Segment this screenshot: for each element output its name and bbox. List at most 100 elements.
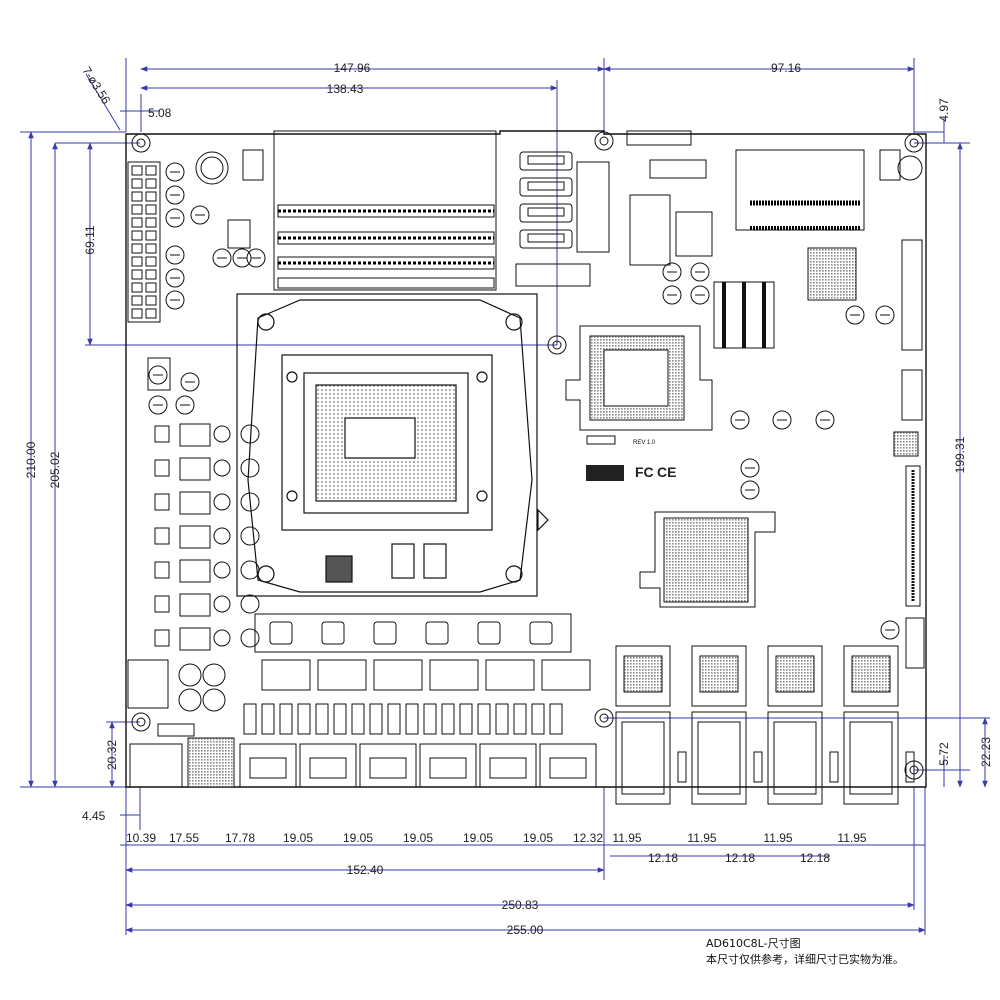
resistor-pack <box>495 703 509 735</box>
sfp-cage <box>843 711 899 805</box>
rj45-port-jack <box>309 757 347 779</box>
sfp-pins <box>775 655 815 693</box>
resistor-pack <box>441 703 455 735</box>
fcc-label: FC <box>635 464 654 480</box>
dim-4-45: 4.45 <box>82 809 106 823</box>
lan-magnetics <box>261 659 311 691</box>
capacitor <box>240 424 260 444</box>
power-pin <box>145 282 157 293</box>
capacitor <box>740 480 760 500</box>
lan-magnetics <box>317 659 367 691</box>
top-right-components <box>515 130 925 669</box>
power-connector <box>127 149 264 323</box>
power-pin <box>131 256 143 267</box>
sata-connectors <box>519 151 573 249</box>
capacitor <box>213 527 231 545</box>
sfp-pins <box>851 655 891 693</box>
mounting-holes <box>131 131 924 780</box>
fan-header <box>154 459 170 477</box>
header-box <box>179 627 211 651</box>
usb-header <box>127 659 169 709</box>
dim-bottom-seg: 19.05 <box>403 831 433 845</box>
dim-138-43: 138.43 <box>327 82 364 96</box>
resistor-pack <box>531 703 545 735</box>
capacitor <box>178 688 202 712</box>
power-pin <box>145 230 157 241</box>
dim-pitch: 12.18 <box>800 851 830 865</box>
rj45-port-jack <box>549 757 587 779</box>
cpu-socket <box>236 293 549 597</box>
lan-controller <box>321 621 345 645</box>
capacitor <box>165 268 185 288</box>
dim-210-00: 210.00 <box>24 441 38 478</box>
capacitor <box>212 248 232 268</box>
capacitor <box>240 458 260 478</box>
power-pin <box>131 191 143 202</box>
fan-and-io-headers <box>127 423 260 737</box>
lan-magnetics <box>485 659 535 691</box>
sata-port <box>519 203 573 223</box>
sata-port <box>519 229 573 249</box>
rear-io-ports <box>129 737 597 788</box>
capacitor <box>202 663 226 687</box>
resistor-pack <box>459 703 473 735</box>
sfp-cage-inner <box>621 721 665 795</box>
capacitor <box>213 459 231 477</box>
dim-147-96: 147.96 <box>334 61 371 75</box>
capacitor <box>880 620 900 640</box>
power-pin <box>145 295 157 306</box>
dim-bottom-seg: 11.95 <box>763 831 792 845</box>
dim-bottom-seg: 17.78 <box>225 831 255 845</box>
dim-152-40: 152.40 <box>347 863 384 877</box>
sfp-pins <box>699 655 739 693</box>
sfp-cage <box>767 711 823 805</box>
dim-bottom-seg: 19.05 <box>523 831 553 845</box>
memory-slots <box>273 130 497 291</box>
compliance-marks: FC CE REV 1.0 <box>586 435 676 481</box>
bga-chip <box>639 511 776 608</box>
dimension-ticks <box>85 73 945 857</box>
header-box <box>179 525 211 549</box>
resistor-pack <box>369 703 383 735</box>
power-pin <box>131 230 143 241</box>
dim-5-72: 5.72 <box>937 742 951 766</box>
capacitor-group-right <box>662 262 900 640</box>
capacitor <box>240 594 260 614</box>
rj45-port-jack <box>369 757 407 779</box>
capacitor <box>240 628 260 648</box>
sfp-connector <box>843 645 899 707</box>
lan-controller <box>373 621 397 645</box>
resistor-pack <box>387 703 401 735</box>
drawing-caption: AD610C8L-尺寸图 本尺寸仅供参考，详细尺寸已实物为准。 <box>706 936 904 968</box>
header <box>147 357 171 391</box>
capacitor <box>165 162 185 182</box>
capacitor-column-1 <box>147 162 266 415</box>
header-box <box>179 457 211 481</box>
dim-bottom-seg: 11.95 <box>687 831 716 845</box>
capacitor <box>190 205 210 225</box>
rj45-port <box>479 743 537 788</box>
power-pin <box>145 178 157 189</box>
capacitor <box>875 305 895 325</box>
dim-bottom-seg: 19.05 <box>283 831 313 845</box>
dim-bottom-seg: 12.32 <box>573 831 603 845</box>
power-pin <box>131 269 143 280</box>
lan-magnetics <box>541 659 591 691</box>
fan-header <box>154 527 170 545</box>
power-pin <box>131 295 143 306</box>
sata-port-inner <box>527 233 565 243</box>
power-pin <box>145 269 157 280</box>
rj45-port <box>419 743 477 788</box>
capacitor <box>148 395 168 415</box>
capacitor <box>165 208 185 228</box>
dimension-lines <box>28 66 988 933</box>
dim-22-23: 22.23 <box>979 737 993 767</box>
header-box <box>179 423 211 447</box>
rj45-port <box>539 743 597 788</box>
capacitor <box>213 493 231 511</box>
capacitor <box>740 458 760 478</box>
dimension-labels: 147.96 138.43 97.16 5.08 7-ø3.56 4.97 19… <box>24 61 993 823</box>
sfp-cage-inner <box>697 721 741 795</box>
rj45-port <box>239 743 297 788</box>
